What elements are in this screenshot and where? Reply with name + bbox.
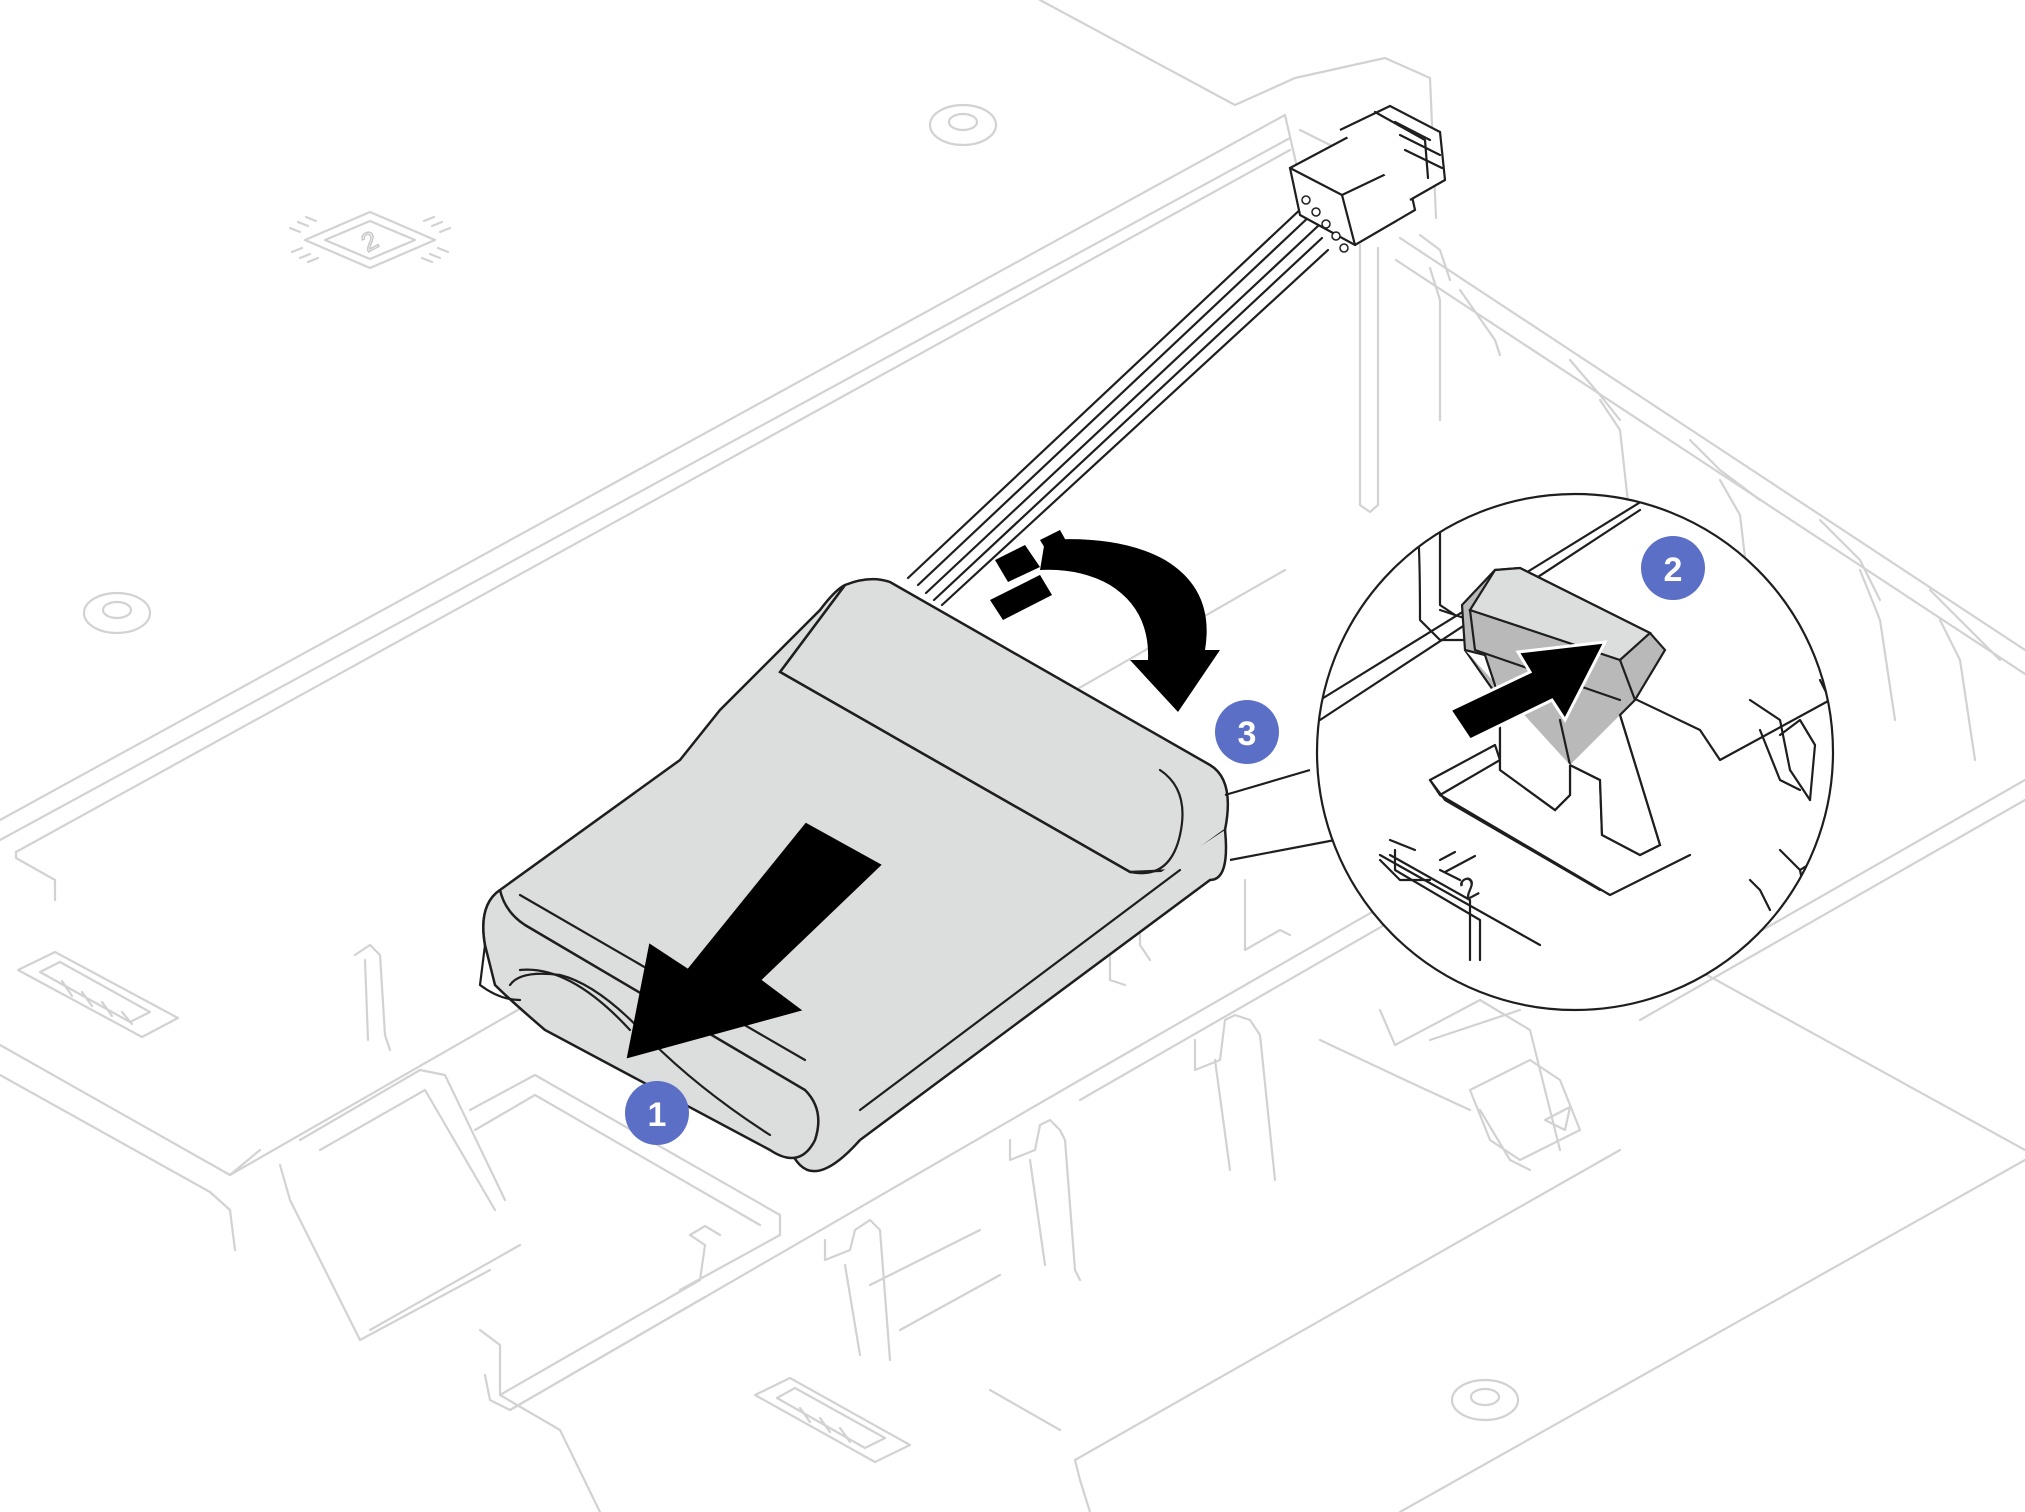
straight-arrow-icon bbox=[626, 822, 882, 1059]
step-3-number: 3 bbox=[1238, 715, 1257, 753]
curved-rotate-arrow-icon bbox=[990, 530, 1220, 712]
cpu-chip-icon: 2 bbox=[288, 210, 452, 270]
step-2-number: 2 bbox=[1664, 551, 1683, 589]
battery-cable bbox=[906, 203, 1330, 607]
zoom-callout-circle: 2 bbox=[1224, 492, 1835, 1012]
latch-push-arrow-icon bbox=[1447, 640, 1608, 742]
cpu-socket-label: 2 bbox=[356, 224, 383, 257]
step-1-badge: 1 bbox=[625, 1081, 689, 1145]
step-1-number: 1 bbox=[648, 1096, 667, 1134]
cable-connector bbox=[1288, 104, 1447, 253]
vent-grille-bottom bbox=[753, 1376, 912, 1464]
step-3-badge: 3 bbox=[1215, 700, 1279, 764]
vent-grille-left bbox=[16, 950, 180, 1039]
step-2-badge: 2 bbox=[1641, 536, 1705, 600]
